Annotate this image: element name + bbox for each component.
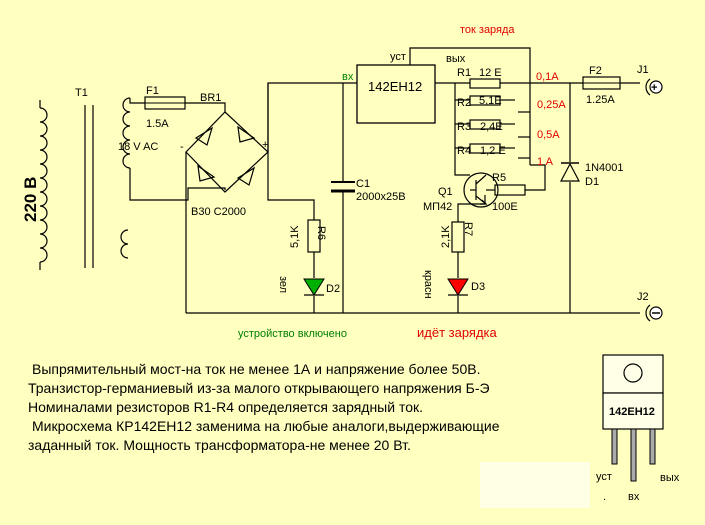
note-line-1: Выпрямительный мост-на ток не менее 1А и… <box>32 361 481 377</box>
regulator-package <box>602 354 664 482</box>
resistor-r6-value: 5,1K <box>289 225 301 248</box>
led-red-caption: идёт зарядка <box>417 325 498 340</box>
wiring <box>129 47 640 314</box>
led-green-color: зел <box>277 276 289 293</box>
regulator-part: 142ЕН12 <box>368 79 422 94</box>
note-line-2: Транзистор-германиевый из-за малого откр… <box>28 380 490 396</box>
led-red-color: красн <box>422 270 434 299</box>
charge-current-title: ток заряда <box>460 24 515 36</box>
bridge-rectifier <box>185 111 269 193</box>
resistor-r4-current: 1 A <box>537 156 554 168</box>
fuse-f1-rating: 1.5A <box>146 118 169 130</box>
package-part: 142ЕН12 <box>609 406 655 418</box>
resistor-r5 <box>494 184 526 196</box>
resistor-r2-ref: R2 <box>457 97 471 109</box>
resistor-r7-value: 2,1K <box>440 225 452 248</box>
resistor-r1-value: 12 E <box>479 67 502 79</box>
transformer-ref: T1 <box>75 87 88 99</box>
secondary-voltage-label: 18 V AC <box>118 141 158 153</box>
bridge-minus: - <box>180 141 184 153</box>
package-pin-in: вх <box>628 491 640 503</box>
note-line-3: Номиналами резисторов R1-R4 определяется… <box>28 399 424 415</box>
resistor-r5-ref: R5 <box>492 172 506 184</box>
resistor-r3-current: 0,5A <box>537 129 560 141</box>
transformer-t1 <box>39 97 131 270</box>
led-red-d3 <box>447 278 469 296</box>
regulator-pin-in: вх <box>342 71 354 83</box>
note-line-5: заданный ток. Мощность трансформатора-не… <box>28 437 411 453</box>
diode-d1-part: 1N4001 <box>585 162 624 174</box>
primary-voltage-label: 220 В <box>21 177 40 222</box>
capacitor-ref: C1 <box>356 178 370 190</box>
diode-d1-ref: D1 <box>585 176 599 188</box>
fuse-f2-rating: 1.25A <box>586 94 615 106</box>
transistor-q1 <box>463 172 499 208</box>
resistor-r4-ref: R4 <box>457 145 471 157</box>
resistor-r3-ref: R3 <box>457 121 471 133</box>
capacitor-value: 2000x25В <box>356 191 406 203</box>
charge-resistors <box>469 78 501 154</box>
package-dot: . <box>603 491 606 503</box>
connector-j2-ref: J2 <box>637 291 649 303</box>
fuse-f1-ref: F1 <box>146 85 159 97</box>
resistor-r6 <box>307 219 321 253</box>
resistor-r1-ref: R1 <box>457 67 471 79</box>
resistor-r1-current: 0,1A <box>536 71 559 83</box>
transistor-ref: Q1 <box>438 186 453 198</box>
led-green-caption: устройство включено <box>238 328 347 340</box>
led-green-d2 <box>303 278 325 296</box>
connector-j1 <box>649 80 663 94</box>
bridge-plus: + <box>262 139 268 151</box>
note-line-4: Микросхема КР142ЕН12 заменима на любые а… <box>32 418 500 434</box>
transistor-part: МП42 <box>423 201 452 213</box>
resistor-r3-value: 2,4E <box>480 121 503 133</box>
svg-text:+: + <box>651 82 657 94</box>
resistor-r2-current: 0,25A <box>537 99 566 111</box>
resistor-r7 <box>451 221 465 253</box>
resistor-r7-ref: R7 <box>462 222 474 236</box>
connector-j1-ref: J1 <box>637 64 649 76</box>
regulator-pin-out: вых <box>446 53 466 65</box>
package-pin-adj: уст <box>596 471 612 483</box>
resistor-r6-ref: R6 <box>315 226 327 240</box>
resistor-r4-value: 1,2 E <box>480 145 506 157</box>
led-green-ref: D2 <box>326 283 340 295</box>
notes-text: Выпрямительный мост-на ток не менее 1А и… <box>28 360 598 455</box>
regulator-pin-adj: уст <box>390 51 406 63</box>
resistor-r5-value: 100E <box>492 201 518 213</box>
led-red-ref: D3 <box>471 281 485 293</box>
regulator-ic <box>356 64 436 124</box>
resistor-r2-value: 5,1E <box>479 95 502 107</box>
white-patch <box>480 462 590 508</box>
bridge-part: B30 C2000 <box>191 206 246 218</box>
package-pin-out: вых <box>660 472 680 484</box>
diode-d1 <box>560 162 580 182</box>
bridge-ref: BR1 <box>200 92 221 104</box>
fuse-f2-ref: F2 <box>589 65 602 77</box>
